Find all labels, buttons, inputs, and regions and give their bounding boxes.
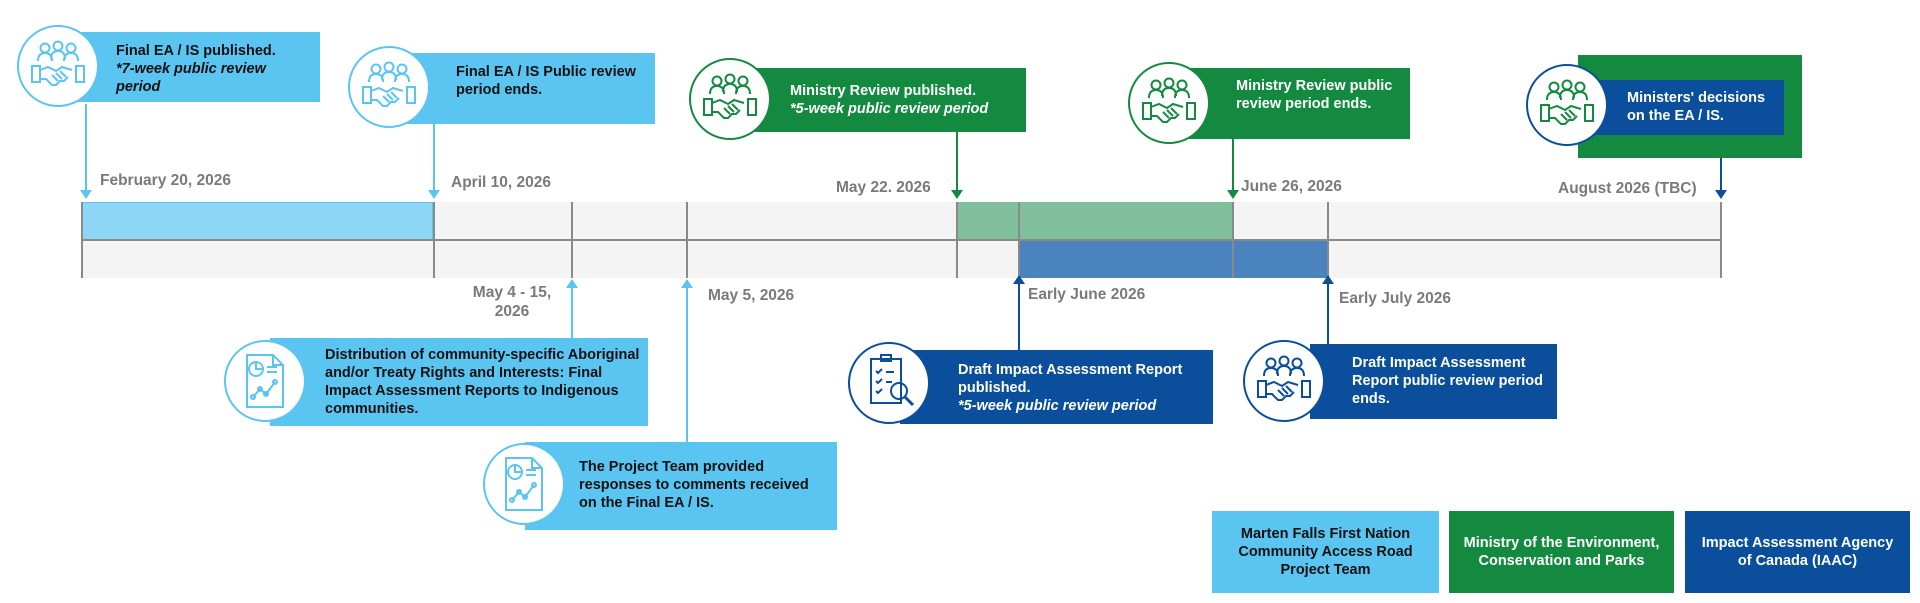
event-ministers-decisions: Ministers' decisions on the EA / IS. bbox=[1578, 80, 1784, 135]
arrow-down-icon bbox=[1227, 190, 1239, 199]
people-handshake-icon bbox=[348, 46, 430, 128]
legend-label: Impact Assessment Agency of Canada (IAAC… bbox=[1701, 535, 1894, 569]
legend-iaac: Impact Assessment Agency of Canada (IAAC… bbox=[1685, 511, 1910, 593]
arrow-down-icon bbox=[80, 190, 92, 199]
event-note: *5-week public review period bbox=[958, 398, 1157, 414]
timeline-axis bbox=[81, 239, 1721, 241]
event-project-team-responses: The Project Team provided responses to c… bbox=[525, 442, 837, 530]
tick bbox=[1018, 202, 1020, 278]
tick bbox=[1232, 202, 1234, 278]
connector-line bbox=[1018, 284, 1020, 350]
event-title: Draft Impact Assessment Report published… bbox=[958, 362, 1183, 396]
event-note: *5-week public review period bbox=[790, 101, 989, 117]
connector-line bbox=[571, 288, 573, 338]
legend-project-team: Marten Falls First Nation Community Acce… bbox=[1212, 511, 1439, 593]
event-ministry-review-ends: Ministry Review public review period end… bbox=[1170, 68, 1410, 139]
event-draft-iar-published: Draft Impact Assessment Report published… bbox=[900, 350, 1213, 424]
date-label: May 4 - 15, 2026 bbox=[472, 284, 552, 320]
arrow-up-icon bbox=[566, 279, 578, 288]
people-handshake-icon bbox=[689, 58, 771, 140]
segment-draft-iar-review bbox=[1018, 241, 1327, 278]
arrow-up-icon bbox=[681, 279, 693, 288]
event-final-ea-review-ends: Final EA / IS Public review period ends. bbox=[400, 53, 655, 124]
tick bbox=[956, 202, 958, 278]
people-handshake-icon bbox=[1526, 64, 1608, 146]
people-handshake-icon bbox=[1243, 340, 1325, 422]
event-draft-iar-review-ends: Draft Impact Assessment Report public re… bbox=[1310, 344, 1557, 419]
tick bbox=[81, 202, 83, 278]
arrow-up-icon bbox=[1322, 275, 1334, 284]
checklist-magnifier-icon bbox=[848, 342, 930, 424]
report-chart-icon bbox=[224, 340, 306, 422]
connector-line bbox=[1232, 139, 1234, 192]
event-title: Ministers' decisions on the EA / IS. bbox=[1627, 90, 1766, 124]
event-title: Final EA / IS Public review period ends. bbox=[456, 64, 636, 98]
date-label: August 2026 (TBC) bbox=[1558, 180, 1697, 197]
segment-ministry-review bbox=[956, 202, 1232, 240]
tick bbox=[1720, 202, 1722, 278]
event-title: Distribution of community-specific Abori… bbox=[325, 347, 640, 417]
connector-line bbox=[1720, 158, 1722, 192]
connector-line bbox=[686, 288, 688, 442]
connector-line bbox=[433, 124, 435, 192]
date-label: June 26, 2026 bbox=[1241, 178, 1342, 195]
connector-line bbox=[85, 104, 87, 192]
event-distribution-reports: Distribution of community-specific Abori… bbox=[270, 338, 648, 426]
event-title: Ministry Review published. bbox=[790, 83, 977, 99]
date-label: Early June 2026 bbox=[1028, 286, 1146, 303]
connector-line bbox=[1327, 284, 1329, 344]
arrow-down-icon bbox=[1715, 190, 1727, 199]
event-title: Ministry Review public review period end… bbox=[1236, 78, 1393, 112]
legend-label: Marten Falls First Nation Community Acce… bbox=[1238, 526, 1413, 578]
tick bbox=[571, 202, 573, 278]
arrow-down-icon bbox=[951, 190, 963, 199]
timeline-track-lower bbox=[81, 240, 1721, 278]
event-note: *7-week public review period bbox=[116, 61, 266, 95]
arrow-down-icon bbox=[428, 190, 440, 199]
event-title: Final EA / IS published. bbox=[116, 43, 276, 59]
connector-line bbox=[956, 132, 958, 192]
legend-mecp: Ministry of the Environment, Conservatio… bbox=[1449, 511, 1674, 593]
tick bbox=[1327, 202, 1329, 278]
people-handshake-icon bbox=[17, 25, 99, 107]
arrow-up-icon bbox=[1013, 275, 1025, 284]
date-label: May 5, 2026 bbox=[708, 287, 795, 304]
event-final-ea-published: Final EA / IS published. *7-week public … bbox=[72, 32, 320, 102]
segment-final-ea-review bbox=[81, 202, 433, 240]
tick bbox=[433, 202, 435, 278]
event-title: Draft Impact Assessment Report public re… bbox=[1352, 355, 1543, 407]
legend-label: Ministry of the Environment, Conservatio… bbox=[1463, 535, 1660, 569]
event-ministry-review-published: Ministry Review published. *5-week publi… bbox=[740, 68, 1026, 132]
date-label: April 10, 2026 bbox=[451, 174, 551, 191]
people-handshake-icon bbox=[1128, 62, 1210, 144]
tick bbox=[686, 202, 688, 278]
date-label: Early July 2026 bbox=[1339, 290, 1452, 307]
date-label: February 20, 2026 bbox=[100, 172, 231, 189]
event-title: The Project Team provided responses to c… bbox=[579, 459, 809, 511]
report-chart-icon bbox=[483, 443, 565, 525]
date-label: May 22. 2026 bbox=[836, 179, 931, 196]
